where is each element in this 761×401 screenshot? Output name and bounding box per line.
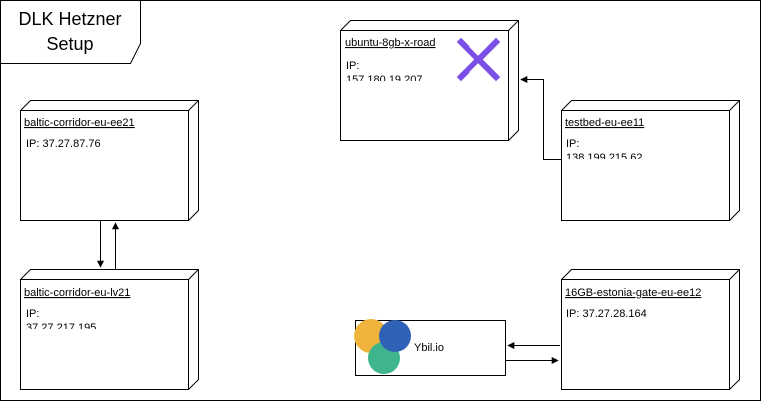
- node-baltic-lv-ip: 37.27.217.195: [26, 322, 96, 334]
- node-estonia-title: 16GB-estonia-gate-eu-ee12: [565, 287, 701, 299]
- node-baltic-ee-ip: IP: 37.27.87.76: [26, 138, 101, 150]
- node-testbed-title: testbed-eu-ee11: [565, 117, 644, 129]
- ybil-box[interactable]: Ybil.io: [354, 319, 506, 376]
- node-estonia-ip: IP: 37.27.28.164: [566, 308, 647, 320]
- node-testbed[interactable]: testbed-eu-ee11 IP: 138.199.215.62: [561, 100, 740, 221]
- node-testbed-ip: 138.199.215.62: [566, 152, 642, 164]
- node-testbed-ip-label: IP:: [566, 138, 579, 150]
- edge-testbed-to-xroad: [520, 76, 562, 160]
- node-baltic-lv-ip-label: IP:: [26, 308, 39, 320]
- node-baltic-lv-title: baltic-corridor-eu-lv21: [24, 287, 130, 299]
- ybil-logo-icon: [354, 319, 411, 374]
- node-xroad[interactable]: ubuntu-8gb-x-road IP: 157.180.19.207: [340, 20, 519, 141]
- node-xroad-title: ubuntu-8gb-x-road: [345, 37, 436, 49]
- node-estonia[interactable]: 16GB-estonia-gate-eu-ee12 IP: 37.27.28.1…: [561, 269, 740, 390]
- node-baltic-lv[interactable]: baltic-corridor-eu-lv21 IP: 37.27.217.19…: [20, 269, 199, 390]
- x-road-logo-icon: [456, 37, 501, 82]
- node-xroad-ip-label: IP:: [346, 60, 359, 72]
- frame-title-line1: DLK Hetzner: [18, 9, 121, 29]
- ybil-label: Ybil.io: [414, 342, 444, 354]
- node-baltic-ee[interactable]: baltic-corridor-eu-ee21 IP: 37.27.87.76: [20, 100, 199, 221]
- frame-title-tab: DLK Hetzner Setup: [0, 0, 141, 64]
- node-baltic-ee-title: baltic-corridor-eu-ee21: [24, 117, 135, 129]
- node-xroad-ip: 157.180.19.207: [346, 74, 422, 86]
- frame-title-line2: Setup: [46, 34, 93, 54]
